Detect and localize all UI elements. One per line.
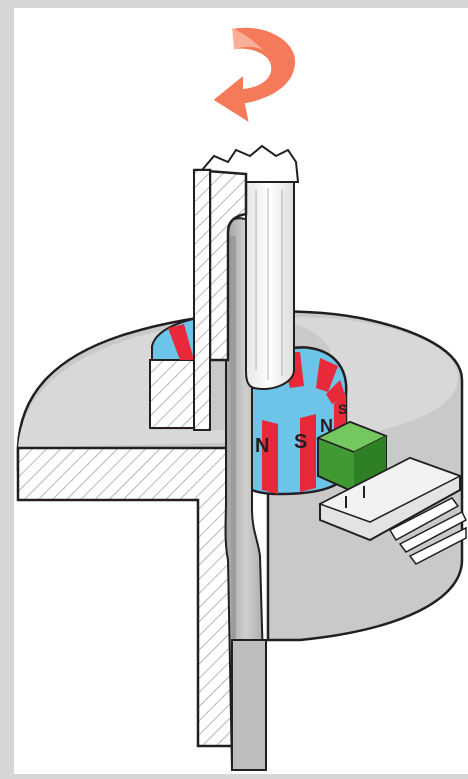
magnet-label-s2: S	[338, 401, 347, 417]
magnet-label-n1: N	[255, 435, 269, 457]
magnet-label-s1: S	[294, 431, 307, 453]
shaft-bottom	[232, 640, 266, 770]
